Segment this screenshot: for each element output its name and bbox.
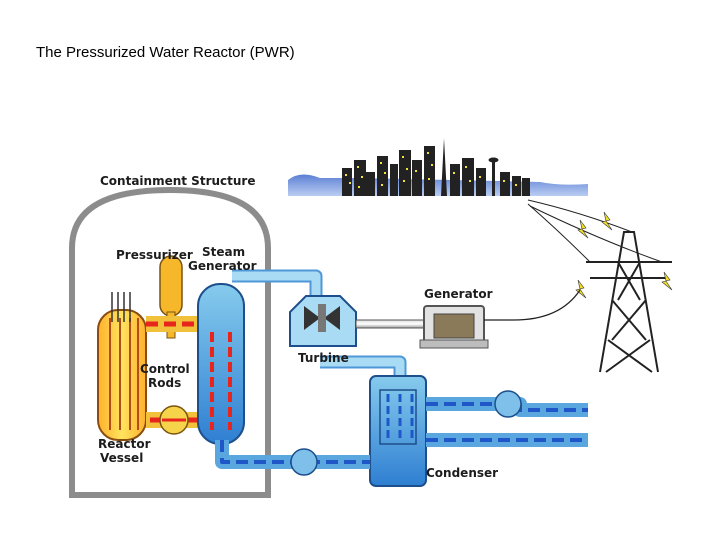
coolant-pump [159,405,189,435]
feedwater-line [215,440,370,469]
turbine [289,295,357,347]
steam-generator [197,283,245,445]
label-reactor: Reactor [98,437,151,451]
city-skyline [288,138,588,196]
transmission-tower [586,231,672,373]
control-rods [111,292,131,322]
cooling-pump [494,390,522,418]
steam-line-fill [232,271,405,376]
label-turbine: Turbine [298,351,349,365]
reactor-vessel [97,309,147,441]
label-containment: Containment Structure [100,174,255,188]
feedwater-pump [290,448,318,476]
label-steam-generator: Generator [188,259,257,273]
label-pressurizer: Pressurizer [116,248,193,262]
label-steam: Steam [202,245,245,259]
spark-icons [575,211,673,299]
label-rods: Rods [148,376,181,390]
slide-title: The Pressurized Water Reactor (PWR) [36,44,295,61]
turbine-shaft [355,319,431,329]
label-control: Control [140,362,190,376]
label-condenser: Condenser [426,466,498,480]
label-vessel: Vessel [100,451,143,465]
label-generator: Generator [424,287,493,301]
electric-generator [419,289,581,349]
power-lines [527,199,663,263]
condenser [369,375,427,487]
